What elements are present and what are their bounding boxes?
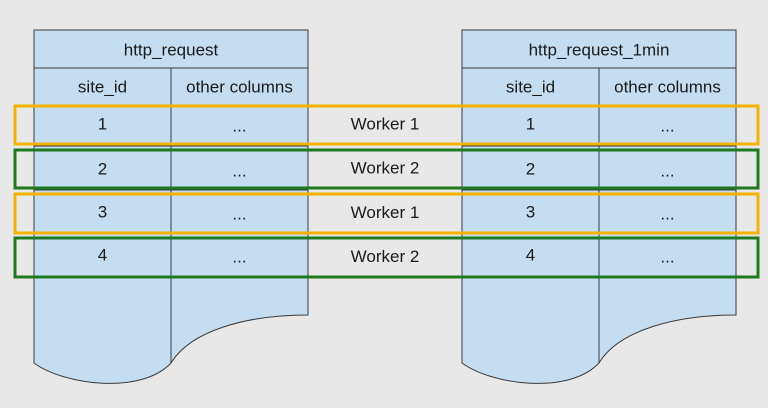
worker-highlight-box — [13, 104, 760, 146]
column-header-other: other columns — [186, 77, 293, 96]
cell-site-id: 4 — [98, 245, 107, 264]
worker-row-2: Worker 2 — [13, 148, 760, 190]
table-title: http_request_1min — [529, 40, 670, 59]
column-header-site-id: site_id — [78, 77, 127, 96]
cell-other: ... — [232, 161, 246, 180]
cell-other: ... — [660, 161, 674, 180]
table-http-request-1min: http_request_1min site_id other columns 1..… — [461, 29, 737, 384]
cell-site-id: 3 — [526, 202, 535, 221]
worker-row-1: Worker 1 — [13, 104, 760, 146]
worker-row-3: Worker 1 — [13, 192, 760, 235]
cell-site-id: 3 — [98, 202, 107, 221]
worker-highlight-box — [13, 148, 760, 190]
column-header-other: other columns — [614, 77, 721, 96]
cell-site-id: 1 — [526, 114, 535, 133]
worker-highlight-box — [13, 192, 760, 235]
cell-other: ... — [660, 247, 674, 266]
worker-label: Worker 2 — [351, 247, 420, 266]
cell-other: ... — [232, 116, 246, 135]
column-header-site-id: site_id — [506, 77, 555, 96]
worker-label: Worker 1 — [351, 203, 420, 222]
cell-other: ... — [660, 204, 674, 223]
table-http-request: http_request site_id other columns 1... 2...… — [33, 29, 309, 384]
worker-label: Worker 1 — [351, 114, 420, 133]
worker-label: Worker 2 — [351, 158, 420, 177]
cell-site-id: 4 — [526, 245, 535, 264]
table-title: http_request — [124, 40, 219, 59]
cell-site-id: 2 — [98, 159, 107, 178]
cell-site-id: 1 — [98, 114, 107, 133]
cell-other: ... — [232, 247, 246, 266]
worker-row-4: Worker 2 — [13, 236, 760, 279]
cell-other: ... — [232, 204, 246, 223]
worker-highlight-box — [13, 236, 760, 279]
cell-site-id: 2 — [526, 159, 535, 178]
cell-other: ... — [660, 116, 674, 135]
